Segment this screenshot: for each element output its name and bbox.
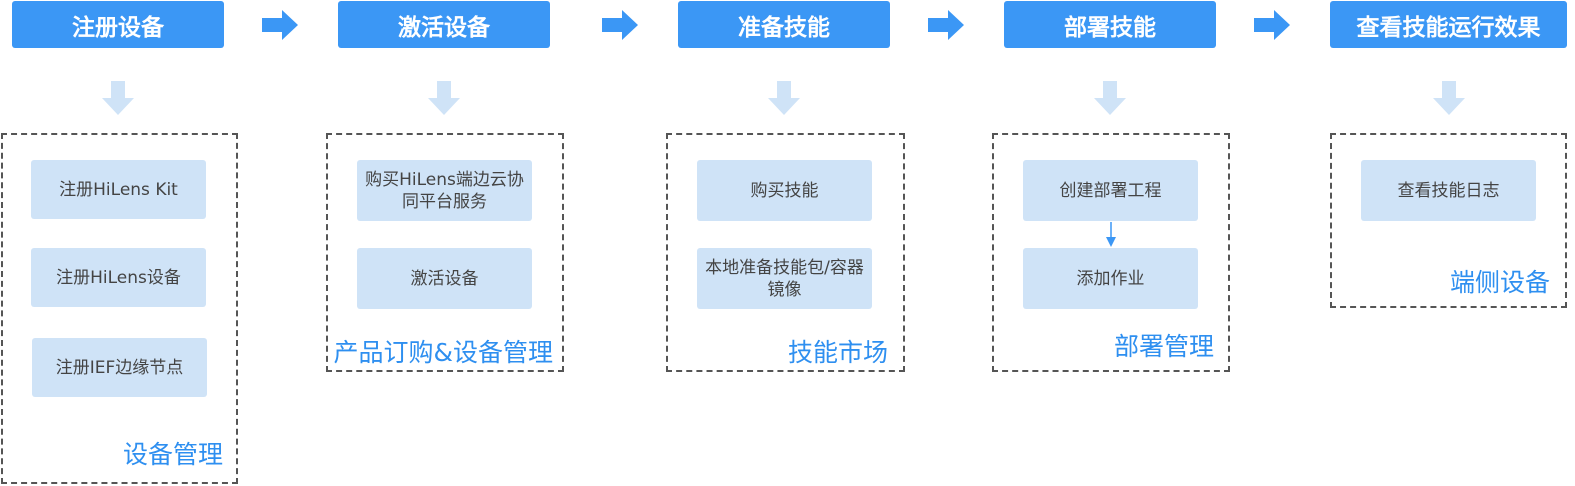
- item-add-job: 添加作业: [1023, 248, 1198, 309]
- step-header-register-device: 注册设备: [12, 1, 224, 48]
- step-header-deploy-skill: 部署技能: [1004, 1, 1216, 48]
- group-label-deployment-management: 部署管理: [1113, 332, 1214, 361]
- right-arrow-icon: [1254, 10, 1290, 40]
- down-arrow-icon: [1094, 81, 1126, 115]
- item-register-hilens-kit: 注册HiLens Kit: [31, 160, 206, 219]
- item-create-deployment-project: 创建部署工程: [1023, 160, 1198, 221]
- step-header-view-skill-effect: 查看技能运行效果: [1330, 1, 1567, 48]
- group-edge-device: [1330, 133, 1567, 308]
- right-arrow-icon: [928, 10, 964, 40]
- group-deployment-management: [992, 133, 1230, 372]
- down-arrow-icon: [1106, 222, 1116, 247]
- step-header-prepare-skill: 准备技能: [678, 1, 890, 48]
- item-buy-hilens-service: 购买HiLens端边云协同平台服务: [357, 160, 532, 221]
- step-header-activate-device: 激活设备: [338, 1, 550, 48]
- right-arrow-icon: [262, 10, 298, 40]
- group-product-order-device-management: [326, 133, 564, 372]
- group-device-management: [1, 133, 238, 484]
- down-arrow-icon: [102, 81, 134, 115]
- item-view-skill-log: 查看技能日志: [1361, 160, 1536, 221]
- item-buy-skill: 购买技能: [697, 160, 872, 221]
- item-register-hilens-device: 注册HiLens设备: [31, 248, 206, 307]
- right-arrow-icon: [602, 10, 638, 40]
- group-label-skill-market: 技能市场: [787, 338, 888, 367]
- item-prepare-skill-package: 本地准备技能包/容器镜像: [697, 248, 872, 309]
- down-arrow-icon: [1433, 81, 1465, 115]
- item-register-ief-edge-node: 注册IEF边缘节点: [32, 338, 207, 397]
- down-arrow-icon: [428, 81, 460, 115]
- group-label-product-order: 产品订购&设备管理: [333, 338, 554, 367]
- group-label-edge-device: 端侧设备: [1449, 268, 1550, 297]
- item-activate-device: 激活设备: [357, 248, 532, 309]
- down-arrow-icon: [768, 81, 800, 115]
- group-label-device-management: 设备管理: [122, 440, 223, 469]
- group-skill-market: [666, 133, 905, 372]
